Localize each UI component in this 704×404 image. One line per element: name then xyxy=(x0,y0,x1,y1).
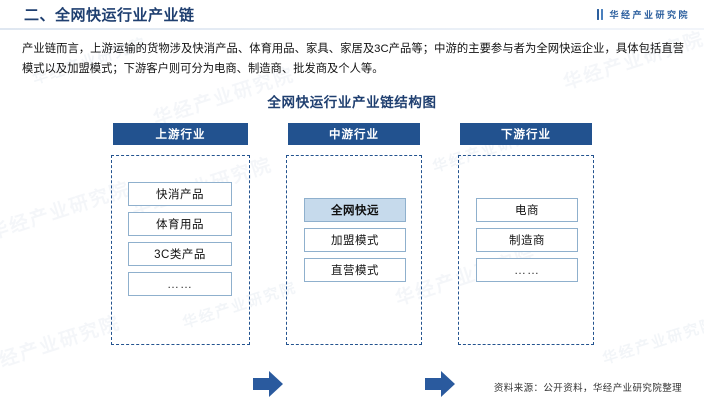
node-downstream-1: 电商 xyxy=(476,198,578,222)
node-upstream-1: 快消产品 xyxy=(128,182,232,206)
figure: 全网快运行业产业链结构图 上游行业 中游行业 下游行业 快消产品 体育用品 3C… xyxy=(0,91,704,397)
figure-title: 全网快运行业产业链结构图 xyxy=(267,95,437,110)
intro-paragraph: 产业链而言，上游运输的货物涉及快消产品、体育用品、家具、家居及3C产品等；中游的… xyxy=(22,43,684,75)
column-header-upstream: 上游行业 xyxy=(113,123,248,145)
page-title: 二、全网快运行业产业链 xyxy=(24,6,195,24)
node-downstream-2: 制造商 xyxy=(476,228,578,252)
source-note: 资料来源：公开资料，华经产业研究院整理 xyxy=(493,383,682,394)
header-divider xyxy=(0,28,704,30)
node-upstream-2: 体育用品 xyxy=(128,212,232,236)
column-upstream: 快消产品 体育用品 3C类产品 …… xyxy=(111,155,250,345)
value-chain-diagram: 上游行业 中游行业 下游行业 快消产品 体育用品 3C类产品 …… 全网快远 加… xyxy=(0,123,704,397)
brand-logo: 华经产业研究院 xyxy=(596,8,690,21)
arrow-upstream-to-midstream xyxy=(253,371,283,397)
column-downstream: 电商 制造商 …… xyxy=(458,155,594,345)
brand-name: 华经产业研究院 xyxy=(609,9,690,20)
node-midstream-2: 加盟模式 xyxy=(304,228,406,252)
node-upstream-4: …… xyxy=(128,272,232,296)
node-midstream-1: 全网快远 xyxy=(304,198,406,222)
column-midstream: 全网快远 加盟模式 直营模式 xyxy=(286,155,422,345)
node-upstream-3: 3C类产品 xyxy=(128,242,232,266)
node-midstream-3: 直营模式 xyxy=(304,258,406,282)
column-header-midstream: 中游行业 xyxy=(288,123,420,145)
node-downstream-3: …… xyxy=(476,258,578,282)
book-mark-icon xyxy=(596,8,604,20)
column-header-downstream: 下游行业 xyxy=(460,123,592,145)
page-header: 二、全网快运行业产业链 华经产业研究院 xyxy=(0,0,704,28)
arrow-midstream-to-downstream xyxy=(425,371,455,397)
